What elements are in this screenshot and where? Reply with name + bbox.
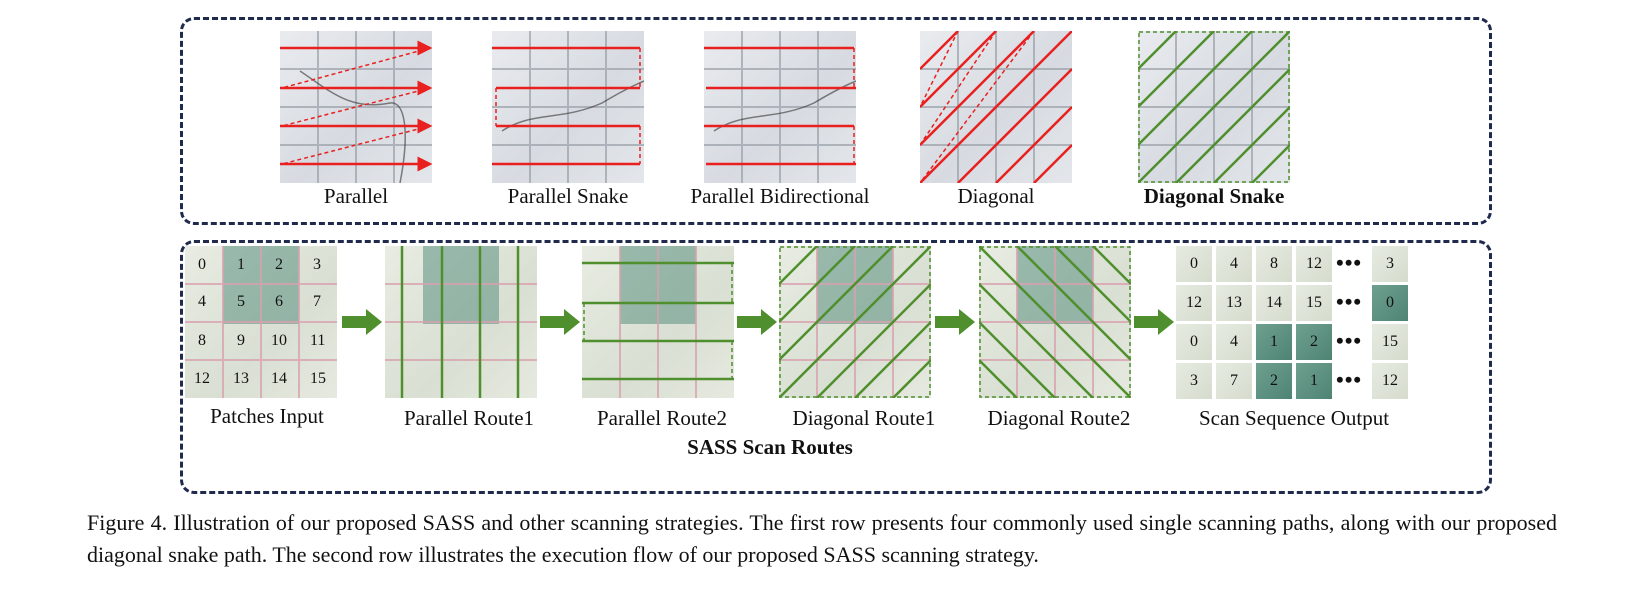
patch-number: 8: [198, 332, 206, 349]
caption-diagonal-route1: Diagonal Route1: [792, 406, 936, 430]
sass-scan-routes-title: SASS Scan Routes: [687, 435, 853, 459]
caption-parallel-snake: Parallel Snake: [507, 184, 629, 208]
diagonal-route2-diagram: [979, 246, 1131, 398]
sequence-cell: 7: [1216, 363, 1252, 399]
parallel-route-diagram: [280, 31, 432, 183]
flow-arrow-icon: [737, 309, 777, 335]
sequence-cell: 2: [1256, 363, 1292, 399]
caption-parallel-route2: Parallel Route2: [596, 406, 728, 430]
patch-number: 7: [313, 293, 321, 310]
diagonal-route1-panel: [779, 246, 931, 398]
sequence-cell: 4: [1216, 324, 1252, 360]
caption-parallel-route1: Parallel Route1: [403, 406, 535, 430]
caption-parallel: Parallel: [323, 184, 389, 208]
parallel-snake-panel: [492, 31, 644, 183]
sequence-ellipsis: •••: [1336, 250, 1363, 275]
sequence-cell: 4: [1216, 246, 1252, 282]
diagonal-snake-route-diagram: [1138, 31, 1290, 183]
flow-arrow-icon: [1134, 309, 1174, 335]
sequence-cell: 2: [1296, 324, 1332, 360]
caption-diagonal: Diagonal: [957, 184, 1035, 208]
patch-number: 1: [237, 256, 245, 273]
sequence-cell: 14: [1256, 285, 1292, 321]
sequence-cell: 3: [1372, 246, 1408, 282]
patch-number: 2: [275, 256, 283, 273]
patch-number: 3: [313, 256, 321, 273]
flow-arrow-icon: [342, 309, 382, 335]
sequence-cell: 13: [1216, 285, 1252, 321]
diagonal-route1-diagram: [779, 246, 931, 398]
bottom-dashed-frame: [180, 240, 1492, 494]
sequence-ellipsis: •••: [1336, 328, 1363, 353]
patch-number: 11: [310, 332, 326, 349]
patch-number: 9: [237, 332, 245, 349]
top-dashed-frame: [180, 17, 1492, 225]
parallel-snake-route-diagram: [492, 31, 644, 183]
parallel-route1-diagram: [385, 246, 537, 398]
sequence-cell: 12: [1296, 246, 1332, 282]
parallel-route1-panel: [385, 246, 537, 398]
patch-number: 12: [194, 370, 210, 387]
patch-number: 14: [271, 370, 287, 387]
sequence-ellipsis: •••: [1336, 289, 1363, 314]
parallel-bidirectional-panel: [704, 31, 856, 183]
caption-diagonal-route2: Diagonal Route2: [987, 406, 1131, 430]
patch-number: 6: [275, 293, 283, 310]
patches-input-panel: 0 1 2 3 4 5 6 7 8 9 10 11 12 13 14 15: [185, 246, 337, 398]
sequence-cell: 0: [1176, 246, 1212, 282]
diagonal-route2-panel: [979, 246, 1131, 398]
patch-number: 10: [271, 332, 287, 349]
parallel-route2-panel: [582, 246, 734, 398]
flow-arrow-icon: [540, 309, 580, 335]
patch-number: 4: [198, 293, 206, 310]
sequence-cell: 15: [1372, 324, 1408, 360]
parallel-bidirectional-route-diagram: [704, 31, 856, 183]
parallel-panel: [280, 31, 432, 183]
sequence-cell: 3: [1176, 363, 1212, 399]
caption-diagonal-snake: Diagonal Snake: [1143, 184, 1285, 208]
caption-scan-sequence-output: Scan Sequence Output: [1198, 406, 1390, 430]
sequence-cell: 12: [1372, 363, 1408, 399]
flow-arrow-icon: [935, 309, 975, 335]
patch-number: 5: [237, 293, 245, 310]
patch-number: 13: [233, 370, 249, 387]
caption-patches-input: Patches Input: [210, 404, 324, 428]
sequence-ellipsis: •••: [1336, 367, 1363, 392]
patch-number: 15: [310, 370, 326, 387]
sequence-cell: 1: [1296, 363, 1332, 399]
sequence-cell: 1: [1256, 324, 1292, 360]
sequence-cell: 8: [1256, 246, 1292, 282]
sequence-cell: 0: [1372, 285, 1408, 321]
sequence-cell: 15: [1296, 285, 1332, 321]
sequence-cell: 12: [1176, 285, 1212, 321]
patch-number: 0: [198, 256, 206, 273]
diagonal-snake-panel: [1138, 31, 1290, 183]
diagonal-panel: [920, 31, 1072, 183]
parallel-route2-diagram: [582, 246, 734, 398]
diagonal-route-diagram: [920, 31, 1072, 183]
sequence-cell: 0: [1176, 324, 1212, 360]
caption-parallel-bidirectional: Parallel Bidirectional: [690, 184, 870, 208]
figure-caption: Figure 4. Illustration of our proposed S…: [87, 510, 1557, 567]
patches-grid: [185, 246, 337, 398]
